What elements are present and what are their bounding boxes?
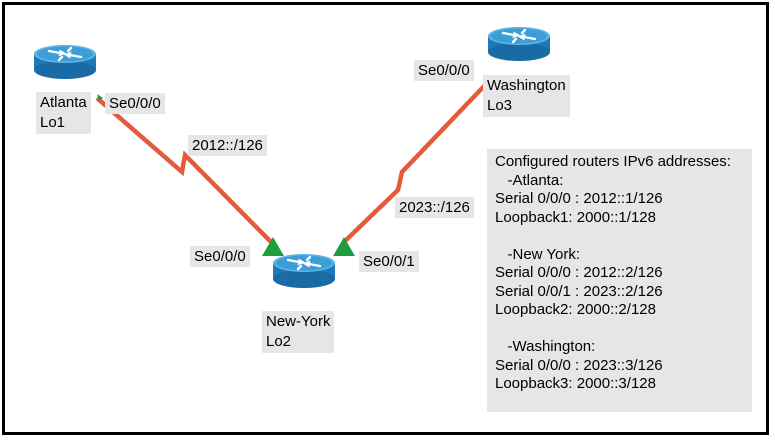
info-line xyxy=(495,227,752,246)
router-washington-icon[interactable] xyxy=(486,25,552,63)
router-newyork-label: New-York Lo2 xyxy=(262,311,335,353)
router-washington-name: Washington xyxy=(487,77,566,94)
newyork-se001-label: Se0/0/1 xyxy=(359,251,419,272)
link-washington-newyork[interactable] xyxy=(341,80,490,245)
router-atlanta-loopback: Lo1 xyxy=(40,114,66,131)
router-atlanta-icon[interactable] xyxy=(32,43,98,81)
info-line: Loopback1: 2000::1/128 xyxy=(495,208,656,226)
router-newyork-name: New-York xyxy=(266,313,331,330)
router-atlanta-label: Atlanta Lo1 xyxy=(36,92,91,134)
info-line: Serial 0/0/0 : 2012::1/126 xyxy=(495,190,663,207)
status-up-newyork-se001 xyxy=(333,237,355,256)
subnet-atlanta-newyork-label: 2012::/126 xyxy=(188,135,267,156)
info-line: Serial 0/0/0 : 2023::3/126 xyxy=(495,356,663,374)
info-line: Serial 0/0/1 : 2023::2/126 xyxy=(495,282,663,300)
status-up-newyork-se000 xyxy=(262,237,284,256)
router-atlanta-name: Atlanta xyxy=(40,94,87,111)
addresses-info-box: Configured routers IPv6 addresses: -Atla… xyxy=(487,149,752,412)
washington-se000-label: Se0/0/0 xyxy=(414,60,474,81)
subnet-washington-newyork-label: 2023::/126 xyxy=(395,197,474,218)
info-line: Serial 0/0/0 : 2012::2/126 xyxy=(495,264,663,281)
info-line: -New York: xyxy=(495,245,581,263)
atlanta-se000-label: Se0/0/0 xyxy=(105,93,165,114)
router-newyork-loopback: Lo2 xyxy=(266,333,292,350)
info-line: Loopback3: 2000::3/128 xyxy=(495,375,656,392)
info-line: Configured routers IPv6 addresses: xyxy=(495,153,731,170)
info-line: -Washington: xyxy=(495,338,596,355)
info-line: Loopback2: 2000::2/128 xyxy=(495,301,656,318)
status-up-atlanta-se000 xyxy=(97,94,103,101)
info-line xyxy=(495,320,752,339)
newyork-se000-label: Se0/0/0 xyxy=(190,246,250,267)
router-washington-label: Washington Lo3 xyxy=(483,75,570,117)
router-washington-loopback: Lo3 xyxy=(487,97,513,114)
router-newyork-icon[interactable] xyxy=(271,252,337,290)
link-atlanta-newyork[interactable] xyxy=(95,96,276,247)
info-line: -Atlanta: xyxy=(495,171,564,189)
